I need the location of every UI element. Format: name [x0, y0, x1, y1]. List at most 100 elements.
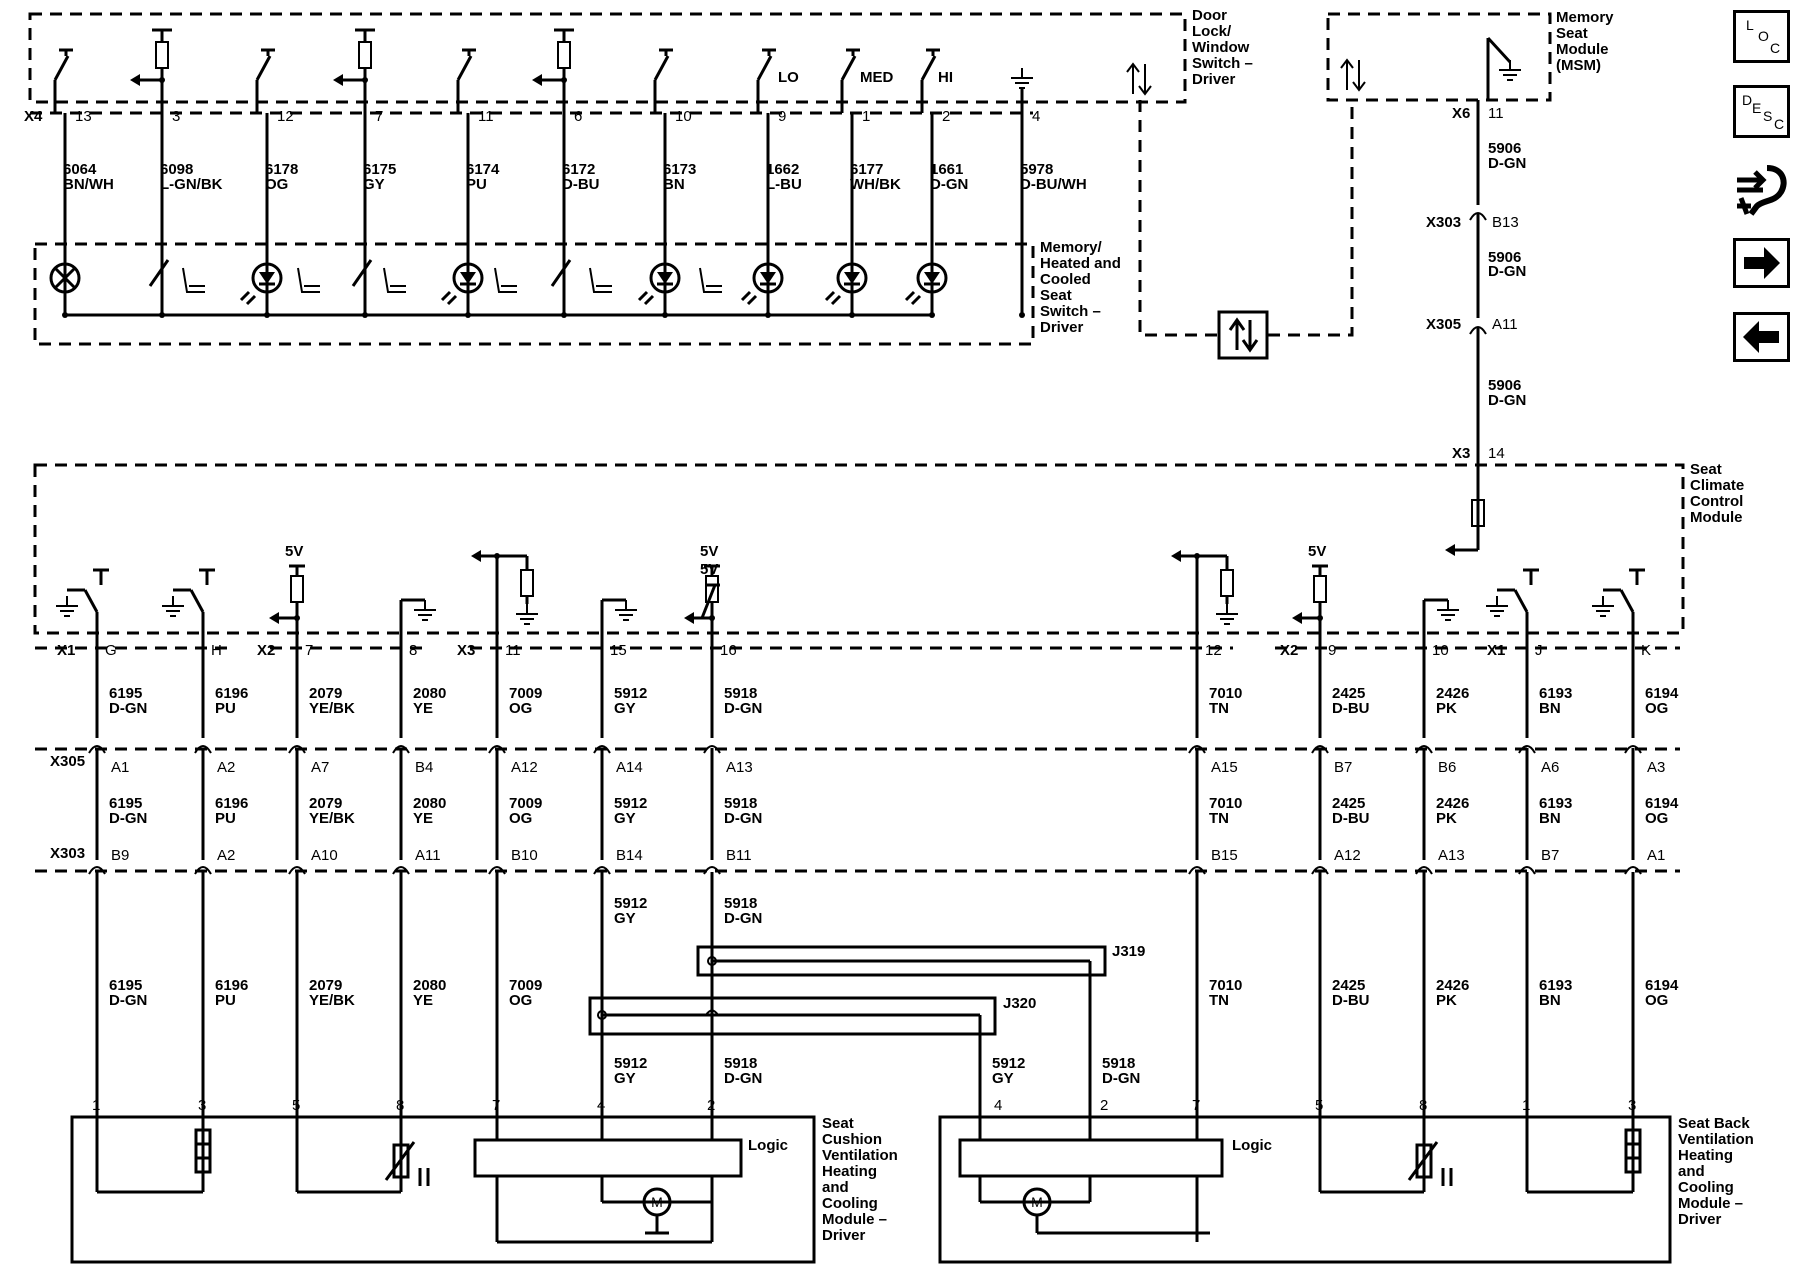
thin [53, 266, 77, 290]
sccm-circuit: 2425 [1332, 795, 1365, 812]
door-switch-pin: 7 [375, 108, 383, 125]
nav-prev-button[interactable] [1733, 312, 1790, 362]
connector-pin-symbol [1518, 866, 1536, 875]
sccm-wire-color: D-GN [724, 910, 762, 927]
sccm-label: Climate [1690, 477, 1744, 494]
arrow-left-icon [684, 612, 694, 624]
nav-desc-letter: D [1742, 92, 1753, 108]
x303-pin: B10 [511, 847, 538, 864]
nav-desc-button[interactable]: D E S C [1733, 85, 1790, 138]
nav-next-button[interactable] [1733, 238, 1790, 288]
sccm-pin: 11 [505, 642, 521, 659]
cushion-module-label: Driver [822, 1227, 866, 1244]
seat-icon [297, 267, 320, 293]
door-switch-label: Switch – [1192, 55, 1253, 72]
x303-pin: A13 [1438, 847, 1465, 864]
sccm-pin: H [211, 642, 222, 659]
bidirectional-arrow-icon [1340, 58, 1366, 92]
nav-loc-letter: C [1770, 40, 1781, 56]
x305-pin: B6 [1438, 759, 1456, 776]
sccm-wire-color: D-GN [109, 810, 147, 827]
sccm-wire-color: GY [992, 1070, 1014, 1087]
nav-loc-button[interactable]: L O C [1733, 10, 1790, 63]
x303-pin: B7 [1541, 847, 1559, 864]
x303-pin: A12 [1334, 847, 1361, 864]
door-switch-pin: 2 [942, 108, 950, 125]
sccm-wire-color: OG [509, 992, 532, 1009]
x305-pin: A2 [217, 759, 235, 776]
x305-pin: A3 [1647, 759, 1665, 776]
sccm-circuit: 2079 [309, 977, 342, 994]
cushion-logic-block [473, 1138, 743, 1178]
thin [384, 1141, 416, 1181]
sccm-pin: 10 [1432, 642, 1449, 659]
connector-pin-symbol [703, 866, 721, 875]
sccm-wire-color: TN [1209, 700, 1229, 717]
door-switch-wire-color: L-BU [766, 176, 802, 193]
led-icon [752, 262, 784, 294]
connector-tool-icon [1737, 165, 1787, 216]
wire [83, 589, 99, 613]
sccm-circuit: 6194 [1645, 977, 1679, 994]
junction-dot [1019, 312, 1025, 318]
resistor-symbol [155, 41, 169, 69]
sccm-wire-color: BN [1539, 992, 1561, 1009]
wire [456, 55, 473, 81]
thin [637, 290, 649, 302]
heater-element-icon [194, 1128, 212, 1174]
voltage-label: 5V [700, 543, 718, 560]
connector-pin-symbol [488, 745, 506, 754]
sccm-wire-color: D-GN [109, 700, 147, 717]
sccm-pin: J [1535, 642, 1543, 659]
sccm-circuit: 2080 [413, 977, 446, 994]
sccm-circuit: 5918 [724, 685, 757, 702]
sccm-circuit: 6195 [109, 685, 142, 702]
door-switch-label: Window [1192, 39, 1250, 56]
sccm-wire-color: GY [614, 910, 636, 927]
back-module-outline [938, 1115, 1672, 1264]
sccm-wire-color: YE [413, 810, 433, 827]
sccm-label: Seat [1690, 461, 1722, 478]
sccm-circuit: 6193 [1539, 685, 1572, 702]
connector-pin-symbol [288, 745, 306, 754]
sccm-circuit: 2080 [413, 685, 446, 702]
thin [1407, 1141, 1439, 1181]
sccm-circuit: 5918 [1102, 1055, 1135, 1072]
nav-connector-button[interactable] [1733, 162, 1790, 222]
serial-data-link [1138, 100, 1218, 337]
sccm-circuit: 6195 [109, 977, 142, 994]
door-switch-circuit: 6173 [663, 161, 696, 178]
resistor-symbol [1220, 569, 1234, 597]
sccm-wire-color: D-BU [1332, 810, 1370, 827]
sccm-wire-color: TN [1209, 992, 1229, 1009]
connector-x3-pin: 14 [1488, 445, 1505, 462]
led-icon [649, 262, 681, 294]
bidirectional-arrow-icon [1126, 62, 1152, 96]
sccm-circuit: 2426 [1436, 977, 1469, 994]
switch-speed-label: HI [938, 69, 953, 86]
msm-label: Memory [1556, 9, 1614, 26]
sccm-wire-color: OG [509, 700, 532, 717]
switch-speed-label: MED [860, 69, 894, 86]
arrow-left-icon [130, 74, 140, 86]
sccm-circuit: 6194 [1645, 685, 1679, 702]
x305-pin: B7 [1334, 759, 1352, 776]
led-icon [844, 272, 860, 284]
sccm-wire-color: PU [215, 700, 236, 717]
splice-j319 [696, 945, 1107, 977]
connector-pin-symbol [1469, 326, 1487, 335]
x303-pin: A10 [311, 847, 338, 864]
nav-desc-letter: C [1774, 116, 1785, 132]
module-pin: 4 [994, 1097, 1002, 1114]
sccm-circuit: 5918 [724, 1055, 757, 1072]
door-switch-wire-color: D-BU/WH [1020, 176, 1087, 193]
serial-data-link-right [1268, 100, 1354, 337]
wire [653, 55, 670, 81]
seat-icon [383, 267, 406, 293]
connector-pin-symbol [1518, 745, 1536, 754]
sccm-wire-color: YE [413, 700, 433, 717]
back-logic-label: Logic [1232, 1137, 1272, 1154]
back-module-label: and [1678, 1163, 1705, 1180]
sccm-wire-color: OG [1645, 700, 1668, 717]
back-module-label: Heating [1678, 1147, 1733, 1164]
